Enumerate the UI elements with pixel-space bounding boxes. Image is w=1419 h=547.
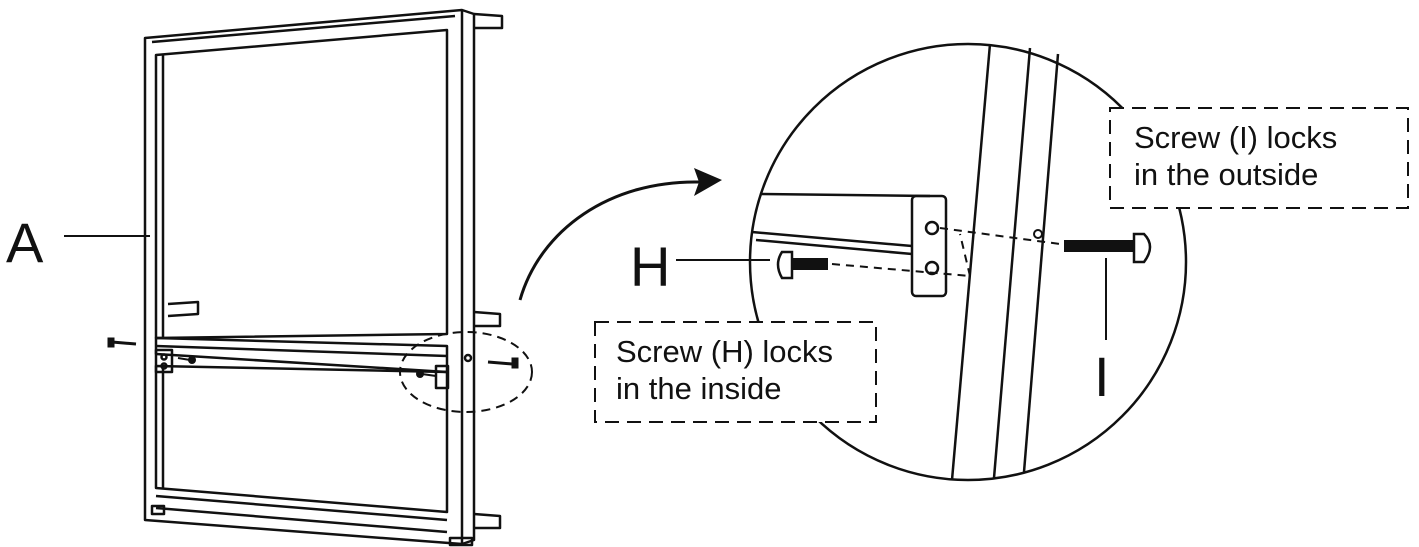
hole-upright xyxy=(1033,229,1043,239)
alignment-lines xyxy=(831,227,1061,277)
hole-lower xyxy=(924,260,940,276)
detail-upright xyxy=(950,43,1060,481)
note-screw-i-line2: in the outside xyxy=(1134,157,1318,192)
label-i: I xyxy=(1094,345,1110,408)
label-a: A xyxy=(6,211,44,274)
note-screw-i-line1: Screw (I) locks xyxy=(1134,120,1337,155)
screw-left-outside xyxy=(107,337,137,348)
note-screw-h-line1: Screw (H) locks xyxy=(616,334,833,369)
screw-left-inside xyxy=(177,356,196,364)
note-screw-h: Screw (H) locks in the inside xyxy=(594,321,877,423)
note-screw-h-line2: in the inside xyxy=(616,371,781,406)
note-screw-i: Screw (I) locks in the outside xyxy=(1109,107,1409,209)
screw-i xyxy=(1064,232,1152,264)
screw-h xyxy=(776,250,828,280)
magnify-arrow xyxy=(518,168,722,301)
label-h: H xyxy=(630,235,670,298)
screw-right-inside xyxy=(416,370,437,378)
detail-highlight-ellipse xyxy=(399,331,533,413)
frame-a xyxy=(143,8,504,547)
hole-upper xyxy=(924,220,940,236)
detail-crossbar xyxy=(751,192,948,298)
screw-right-outside xyxy=(487,357,519,369)
